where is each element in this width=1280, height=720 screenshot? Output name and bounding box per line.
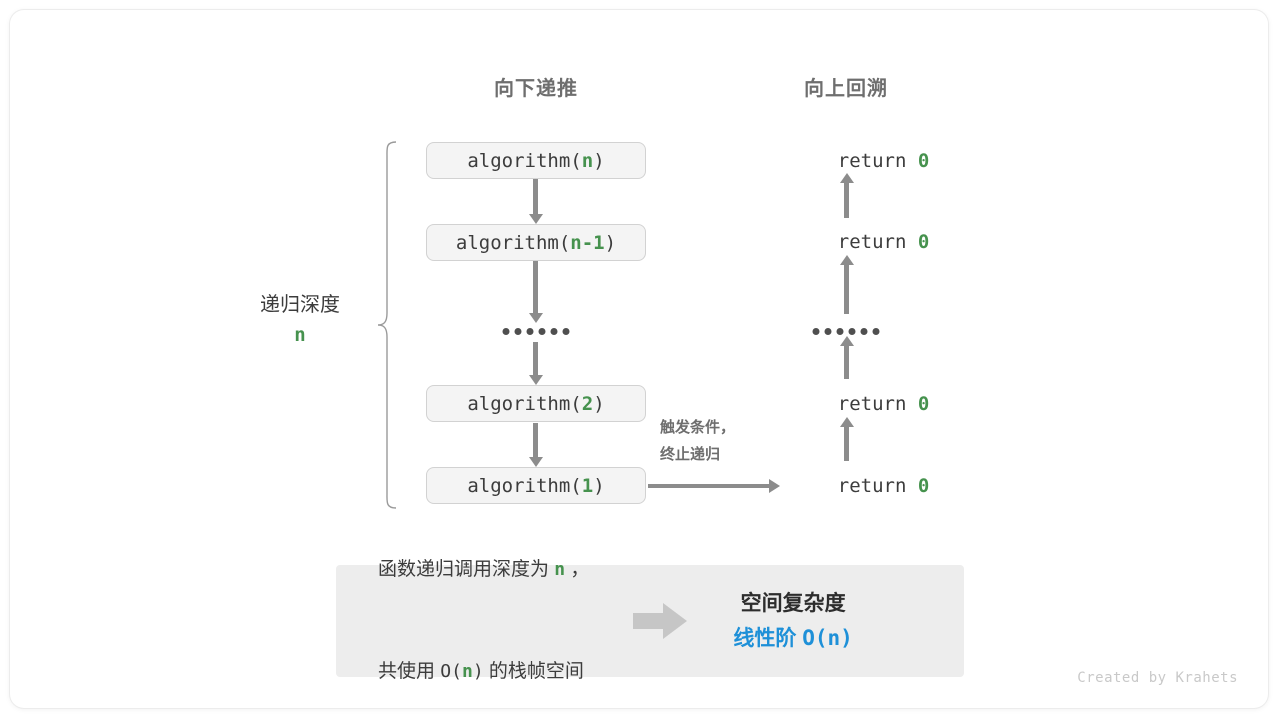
dot-icon: [562, 328, 570, 335]
call-box-prefix: algorithm(: [467, 149, 582, 172]
summary-result-title: 空间复杂度: [740, 591, 846, 615]
call-box-argument: n-1: [570, 231, 605, 254]
arrow-down-icon: [533, 342, 538, 376]
dot-icon: [860, 328, 868, 335]
summary-result-value: 线性阶 O(n): [733, 621, 852, 656]
arrow-up-icon: [844, 426, 849, 461]
summary-line1-text-b: ，: [565, 559, 590, 580]
dot-icon: [502, 328, 510, 335]
return-keyword: return: [837, 150, 918, 172]
call-box[interactable]: algorithm(n-1): [426, 224, 646, 261]
return-keyword: return: [837, 393, 918, 415]
recursion-depth-label: 递归深度 n: [240, 290, 360, 350]
column-header-backtrack-up: 向上回溯: [804, 78, 888, 100]
summary-line2-text-b: 的栈帧空间: [483, 661, 584, 682]
arrow-up-icon: [844, 182, 849, 218]
call-box-argument: n: [581, 149, 594, 172]
summary-line2-text-a: 共使用: [378, 661, 441, 682]
arrow-right-block-icon: [633, 603, 688, 639]
ellipsis-right: [812, 328, 880, 335]
summary-line1-text-a: 函数递归调用深度为: [378, 559, 555, 580]
dot-icon: [824, 328, 832, 335]
call-box-suffix: ): [593, 149, 605, 172]
return-statement: return 0: [792, 128, 930, 194]
column-header-recurse-down: 向下递推: [494, 78, 578, 100]
call-box[interactable]: algorithm(1): [426, 467, 646, 504]
summary-description: 函数递归调用深度为 n ， 共使用 O(n) 的栈帧空间: [378, 485, 589, 708]
return-statement: return 0: [792, 209, 930, 275]
arrow-down-icon: [533, 179, 538, 215]
dot-icon: [872, 328, 880, 335]
summary-line2-variable: n: [461, 661, 473, 682]
summary-result-order: 线性阶: [733, 626, 803, 650]
call-box-suffix: ): [604, 231, 617, 254]
return-keyword: return: [837, 475, 918, 497]
call-box[interactable]: algorithm(n): [426, 142, 646, 179]
dot-icon: [538, 328, 546, 335]
summary-panel: 函数递归调用深度为 n ， 共使用 O(n) 的栈帧空间 空间复杂度 线性阶 O…: [336, 559, 964, 682]
call-box-prefix: algorithm(: [467, 392, 582, 415]
return-statement: return 0: [792, 371, 930, 437]
diagram-canvas: 向下递推 向上回溯 递归深度 n algorithm(n) algorithm(…: [10, 10, 1268, 708]
arrow-up-icon: [844, 345, 849, 379]
return-value: 0: [917, 150, 930, 172]
summary-result: 空间复杂度 线性阶 O(n): [733, 587, 852, 656]
ellipsis-left: [502, 328, 570, 335]
return-statement: return 0: [792, 453, 930, 519]
call-box-argument: 2: [581, 392, 594, 415]
arrow-down-icon: [533, 423, 538, 458]
summary-line1-variable: n: [554, 559, 566, 580]
arrow-up-icon: [844, 264, 849, 314]
dot-icon: [812, 328, 820, 335]
return-value: 0: [917, 231, 930, 253]
call-box-argument: 1: [581, 474, 594, 497]
return-value: 0: [917, 393, 930, 415]
dot-icon: [526, 328, 534, 335]
recursion-depth-variable: n: [294, 324, 306, 346]
trigger-condition-note: 触发条件， 终止递归: [660, 414, 735, 468]
summary-line2-notation-open: O(: [440, 661, 462, 682]
arrow-right-icon: [648, 484, 770, 488]
call-box-prefix: algorithm(: [455, 231, 571, 254]
dot-icon: [836, 328, 844, 335]
trigger-condition-line-1: 触发条件，: [660, 419, 736, 436]
summary-line-2: 共使用 O(n) 的栈帧空间: [378, 655, 589, 689]
return-keyword: return: [837, 231, 918, 253]
recursion-depth-brace: [377, 141, 397, 509]
summary-result-notation: O(n): [802, 625, 853, 650]
call-box[interactable]: algorithm(2): [426, 385, 646, 422]
call-box-suffix: ): [593, 392, 605, 415]
trigger-condition-line-2: 终止递归: [660, 446, 721, 463]
dot-icon: [514, 328, 522, 335]
summary-line2-notation-close: ): [472, 661, 484, 682]
return-value: 0: [917, 475, 930, 497]
dot-icon: [550, 328, 558, 335]
call-box-suffix: ): [593, 474, 605, 497]
call-box-prefix: algorithm(: [467, 474, 582, 497]
arrow-down-icon: [533, 261, 538, 314]
credit-text: Created by Krahets: [1077, 670, 1238, 686]
summary-line-1: 函数递归调用深度为 n ，: [378, 553, 589, 587]
recursion-depth-title: 递归深度: [260, 294, 340, 316]
dot-icon: [848, 328, 856, 335]
